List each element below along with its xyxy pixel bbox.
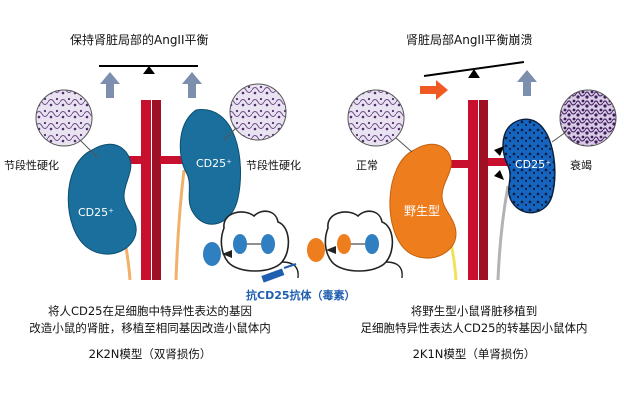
kidney-label-cd25-failing: CD25⁺	[515, 158, 551, 171]
glomerulus-sclerosis-right	[229, 83, 287, 141]
right-caption-line2: 足细胞特异性表达人CD25的转基因小鼠体内	[360, 321, 588, 335]
left-caption-line1: 将人CD25在足细胞中特异性表达的基因	[47, 304, 253, 318]
kidney-label-cd25-left-2: CD25⁺	[196, 157, 232, 170]
label-sclerosis-right: 节段性硬化	[246, 159, 301, 172]
renal-artery-right-b	[488, 158, 514, 166]
transplant-arrow-right	[326, 246, 336, 254]
aorta-right	[468, 100, 478, 280]
glomerulus-sclerosis-left	[35, 89, 93, 147]
glomerulus-normal	[347, 89, 405, 147]
left-title: 保持肾脏局部的AngII平衡	[70, 33, 209, 47]
pointer-arrow-2	[494, 170, 504, 180]
shift-arrow-right	[420, 80, 448, 100]
pointer-arrow-1	[494, 146, 504, 156]
up-arrow-left-1	[100, 72, 120, 98]
right-caption-line1: 将野生型小鼠肾脏移植到	[410, 304, 538, 318]
kidney-wildtype	[389, 143, 457, 259]
transplant-kidney-orange	[307, 238, 325, 262]
kidney-cd25-failing	[502, 118, 556, 214]
syringe-icon	[261, 263, 297, 283]
balance-fulcrum-right	[468, 69, 480, 78]
label-failing: 衰竭	[570, 159, 592, 172]
balance-fulcrum-left	[143, 66, 155, 74]
kidney-label-cd25-left-1: CD25⁺	[78, 206, 114, 219]
mouse-2k2n	[220, 210, 299, 279]
right-model: 2K1N模型（单肾损伤）	[412, 347, 536, 361]
ureter-right-b	[496, 185, 510, 281]
kidney-label-wildtype: 野生型	[404, 204, 441, 218]
up-arrow-left-2	[182, 72, 202, 98]
vena-left	[152, 100, 161, 280]
renal-artery-left-b	[160, 156, 188, 164]
antibody-label: 抗CD25抗体（毒素）	[246, 289, 356, 302]
up-arrow-right	[517, 70, 537, 96]
label-sclerosis-left: 节段性硬化	[4, 159, 59, 172]
label-normal: 正常	[356, 159, 378, 172]
ureter-left-b	[174, 169, 186, 281]
transplant-kidney-blue	[203, 242, 221, 266]
left-caption-line2: 改造小鼠的肾脏，移植至相同基因改造小鼠体内	[29, 321, 271, 335]
transplant-arrow-left	[222, 250, 232, 258]
renal-artery-right-a	[440, 160, 468, 168]
right-title: 肾脏局部AngII平衡崩溃	[406, 33, 533, 47]
vena-right	[479, 100, 488, 280]
kidney-cd25-left-1	[67, 143, 137, 255]
glomerulus-failing	[559, 89, 617, 147]
mouse-2k1n	[324, 210, 403, 279]
left-model: 2K2N模型（双肾损伤）	[88, 347, 212, 361]
aorta-left	[141, 100, 151, 280]
